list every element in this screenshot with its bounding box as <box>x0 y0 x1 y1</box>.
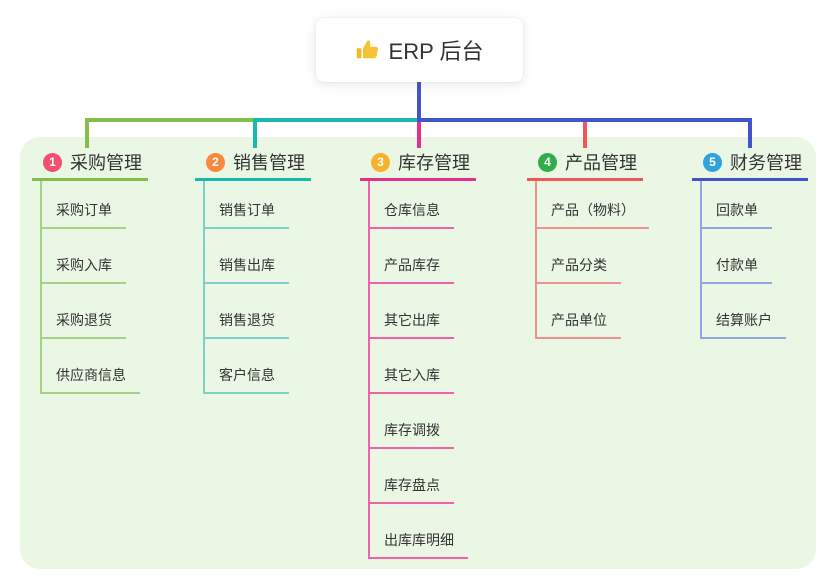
branch-finance: 5 财务管理 回款单 付款单 结算账户 <box>692 150 808 339</box>
connector-bus-green <box>85 118 257 122</box>
badge-2: 2 <box>206 152 225 172</box>
branch-inventory-items: 仓库信息 产品库存 其它出库 其它入库 库存调拨 库存盘点 出库库明细 <box>368 181 468 559</box>
node-item[interactable]: 其它入库 <box>368 339 454 394</box>
node-item[interactable]: 产品单位 <box>535 284 621 339</box>
node-item[interactable]: 库存调拨 <box>368 394 454 449</box>
branch-purchase-header[interactable]: 1 采购管理 <box>43 150 148 174</box>
node-item[interactable]: 供应商信息 <box>40 339 140 394</box>
connector-bus-blue <box>417 118 752 122</box>
node-item[interactable]: 销售出库 <box>203 229 289 284</box>
node-item[interactable]: 出库库明细 <box>368 504 468 559</box>
branch-inventory-header[interactable]: 3 库存管理 <box>371 150 476 174</box>
branch-title: 销售管理 <box>233 153 305 173</box>
branch-finance-items: 回款单 付款单 结算账户 <box>700 181 786 339</box>
branch-title: 采购管理 <box>70 153 142 173</box>
root-node-erp[interactable]: ERP 后台 <box>316 18 523 82</box>
node-item[interactable]: 客户信息 <box>203 339 289 394</box>
branch-product-header[interactable]: 4 产品管理 <box>538 150 649 174</box>
branch-sales: 2 销售管理 销售订单 销售出库 销售退货 客户信息 <box>195 150 311 394</box>
branch-finance-header[interactable]: 5 财务管理 <box>703 150 808 174</box>
node-item[interactable]: 其它出库 <box>368 284 454 339</box>
branch-product-items: 产品（物料） 产品分类 产品单位 <box>535 181 649 339</box>
branch-sales-items: 销售订单 销售出库 销售退货 客户信息 <box>203 181 289 394</box>
badge-4: 4 <box>538 152 557 172</box>
node-item[interactable]: 采购入库 <box>40 229 126 284</box>
branch-underline <box>32 178 148 181</box>
node-item[interactable]: 采购订单 <box>40 181 126 229</box>
branch-title: 产品管理 <box>565 153 637 173</box>
node-item[interactable]: 销售订单 <box>203 181 289 229</box>
branch-underline <box>527 178 643 181</box>
connector-bus-teal <box>253 118 419 122</box>
badge-5: 5 <box>703 152 722 172</box>
root-title: ERP 后台 <box>388 39 484 64</box>
branch-purchase-items: 采购订单 采购入库 采购退货 供应商信息 <box>40 181 140 394</box>
node-item[interactable]: 产品（物料） <box>535 181 649 229</box>
connector-root-stem <box>417 82 421 122</box>
connector-drop-sales <box>253 118 257 148</box>
branch-title: 财务管理 <box>730 153 802 173</box>
branch-purchase: 1 采购管理 采购订单 采购入库 采购退货 供应商信息 <box>32 150 148 394</box>
branch-underline <box>195 178 311 181</box>
branch-underline <box>360 178 476 181</box>
connector-drop-product <box>583 122 587 148</box>
node-item[interactable]: 产品分类 <box>535 229 621 284</box>
badge-3: 3 <box>371 152 390 172</box>
node-item[interactable]: 仓库信息 <box>368 181 454 229</box>
connector-drop-finance <box>748 118 752 148</box>
branch-underline <box>692 178 808 181</box>
branch-title: 库存管理 <box>398 153 470 173</box>
connector-drop-inventory <box>417 122 421 148</box>
node-item[interactable]: 产品库存 <box>368 229 454 284</box>
thumbs-up-icon <box>356 38 380 62</box>
badge-1: 1 <box>43 152 62 172</box>
branches-panel <box>20 137 816 569</box>
node-item[interactable]: 销售退货 <box>203 284 289 339</box>
branch-sales-header[interactable]: 2 销售管理 <box>206 150 311 174</box>
connector-drop-purchase <box>85 118 89 148</box>
node-item[interactable]: 付款单 <box>700 229 772 284</box>
node-item[interactable]: 回款单 <box>700 181 772 229</box>
branch-inventory: 3 库存管理 仓库信息 产品库存 其它出库 其它入库 库存调拨 库存盘点 出库库… <box>360 150 476 559</box>
branch-product: 4 产品管理 产品（物料） 产品分类 产品单位 <box>527 150 649 339</box>
node-item[interactable]: 采购退货 <box>40 284 126 339</box>
node-item[interactable]: 结算账户 <box>700 284 786 339</box>
node-item[interactable]: 库存盘点 <box>368 449 454 504</box>
